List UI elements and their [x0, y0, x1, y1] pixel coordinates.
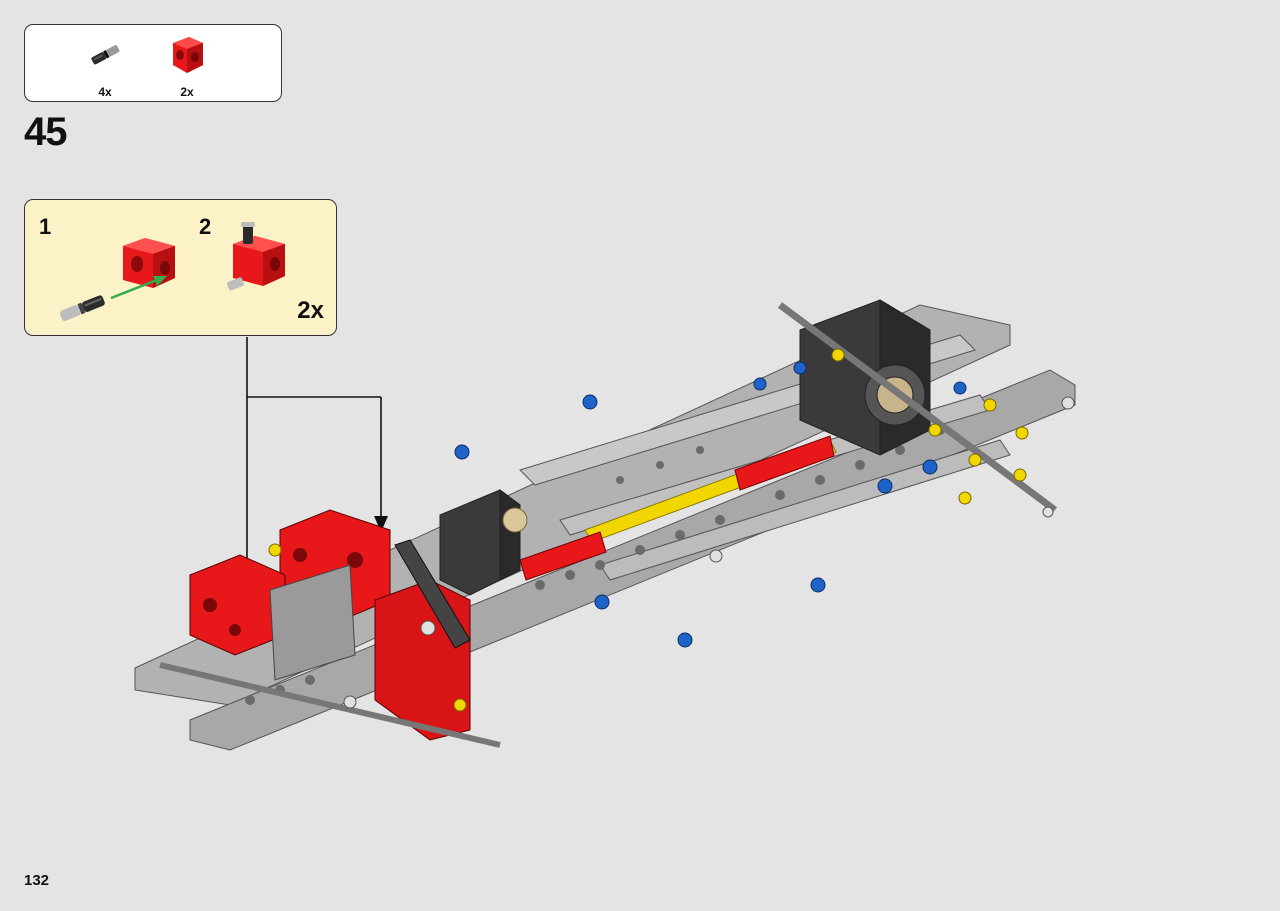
- part-red-connector: 2x: [157, 33, 217, 99]
- axle-pin-icon: [91, 45, 120, 65]
- pin-into-connector-icon: [59, 238, 175, 321]
- page-number: 132: [24, 872, 50, 889]
- part-axle-pin: 4x: [75, 33, 135, 99]
- part-qty: 4x: [98, 85, 112, 99]
- part-qty: 2x: [180, 85, 194, 99]
- sub-assembly-multiplier: 2x: [297, 297, 324, 324]
- red-connector-icon: [173, 37, 203, 73]
- sub-assembly-callout: 1 2 2x: [24, 199, 337, 336]
- callout-arrows: [246, 337, 382, 572]
- step-number: 45: [24, 110, 67, 154]
- assembled-connector-icon: [226, 222, 285, 291]
- sub-step-1-number: 1: [39, 214, 52, 239]
- sub-step-2-number: 2: [199, 214, 212, 239]
- parts-list-callout: 4x 2x: [24, 24, 282, 102]
